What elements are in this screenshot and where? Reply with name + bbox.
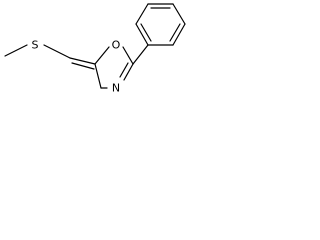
exocyclic-double-bond-outer <box>69 57 96 65</box>
ring-c2-n3-bond-outer <box>123 63 134 81</box>
ring-o1-c2-bond <box>122 46 134 65</box>
phenyl-bond-3 <box>172 3 186 25</box>
methyl-sulfur-bond <box>4 44 28 57</box>
ring-c2-n3-bond-inner <box>119 62 129 78</box>
nitrogen-label: N <box>112 82 120 95</box>
oxazoline-phenyl-bond <box>132 44 149 65</box>
sulfur-label: S <box>32 39 39 52</box>
phenyl-double-bond-a <box>169 23 181 42</box>
phenyl-bond-5 <box>135 3 149 25</box>
phenyl-bond-2 <box>172 23 186 46</box>
oxygen-label: O <box>112 39 121 52</box>
phenyl-bond-6 <box>135 23 149 46</box>
sulfur-methine-bond <box>43 44 71 59</box>
exocyclic-double-bond-inner <box>71 62 95 70</box>
ring-c5-o1-bond <box>94 46 110 65</box>
ring-c4-c5-bond <box>94 63 102 89</box>
phenyl-double-bond-c <box>140 23 152 42</box>
structure-diagram: S O N <box>4 3 186 95</box>
